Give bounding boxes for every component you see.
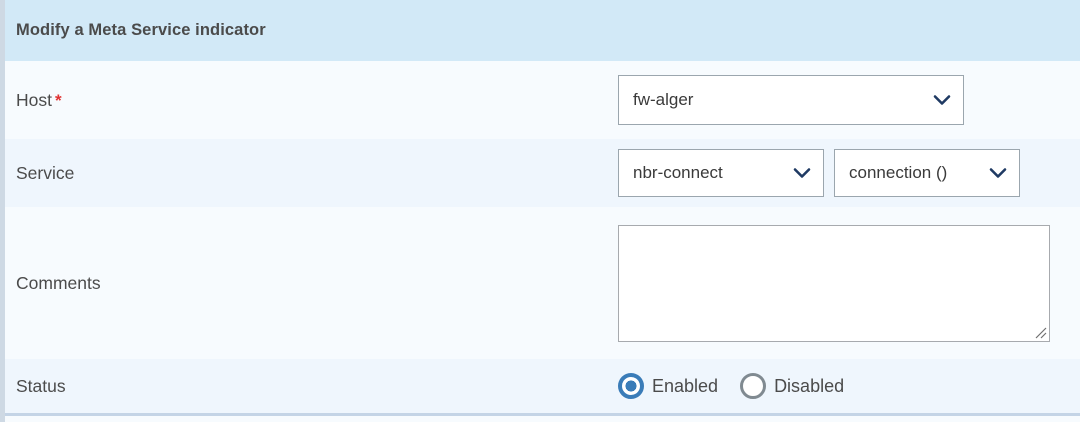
chevron-down-icon xyxy=(989,167,1007,179)
form-row-host: Host* fw-alger xyxy=(0,61,1080,139)
status-radio-disabled-label: Disabled xyxy=(774,375,845,396)
status-radio-enabled[interactable]: Enabled xyxy=(618,373,718,399)
comments-label: Comments xyxy=(16,273,618,294)
service-item-select[interactable]: connection () xyxy=(834,149,1020,197)
host-label-text: Host xyxy=(16,89,52,110)
host-label: Host* xyxy=(16,90,618,111)
status-label: Status xyxy=(16,376,618,397)
comments-textarea[interactable] xyxy=(618,224,1050,342)
comments-label-text: Comments xyxy=(16,272,101,293)
form-row-service: Service nbr-connect connection () xyxy=(0,139,1080,207)
service-item-select-value: connection () xyxy=(849,163,948,182)
service-label: Service xyxy=(16,163,618,184)
form-row-comments: Comments xyxy=(0,207,1080,359)
page-title: Modify a Meta Service indicator xyxy=(16,21,266,39)
service-select-value: nbr-connect xyxy=(633,163,723,182)
host-select[interactable]: fw-alger xyxy=(618,75,964,125)
form-row-status: Status Enabled Disabled xyxy=(0,359,1080,416)
resize-grip-icon[interactable] xyxy=(1033,325,1047,339)
chevron-down-icon xyxy=(933,94,951,106)
status-radio-group: Enabled Disabled xyxy=(618,373,844,399)
required-asterisk: * xyxy=(54,90,62,110)
left-rail-divider xyxy=(0,0,5,422)
service-select[interactable]: nbr-connect xyxy=(618,149,824,197)
panel-header: Modify a Meta Service indicator xyxy=(0,0,1080,61)
service-label-text: Service xyxy=(16,162,75,183)
status-control: Enabled Disabled xyxy=(618,373,1080,399)
radio-unselected-icon xyxy=(740,373,767,399)
status-radio-enabled-label: Enabled xyxy=(652,375,719,396)
host-control: fw-alger xyxy=(618,75,1080,125)
comments-control xyxy=(618,224,1080,342)
status-label-text: Status xyxy=(16,375,66,396)
chevron-down-icon xyxy=(793,167,811,179)
status-radio-disabled[interactable]: Disabled xyxy=(740,373,844,399)
radio-selected-icon xyxy=(618,373,644,399)
host-select-value: fw-alger xyxy=(633,90,694,109)
service-control: nbr-connect connection () xyxy=(618,149,1080,197)
